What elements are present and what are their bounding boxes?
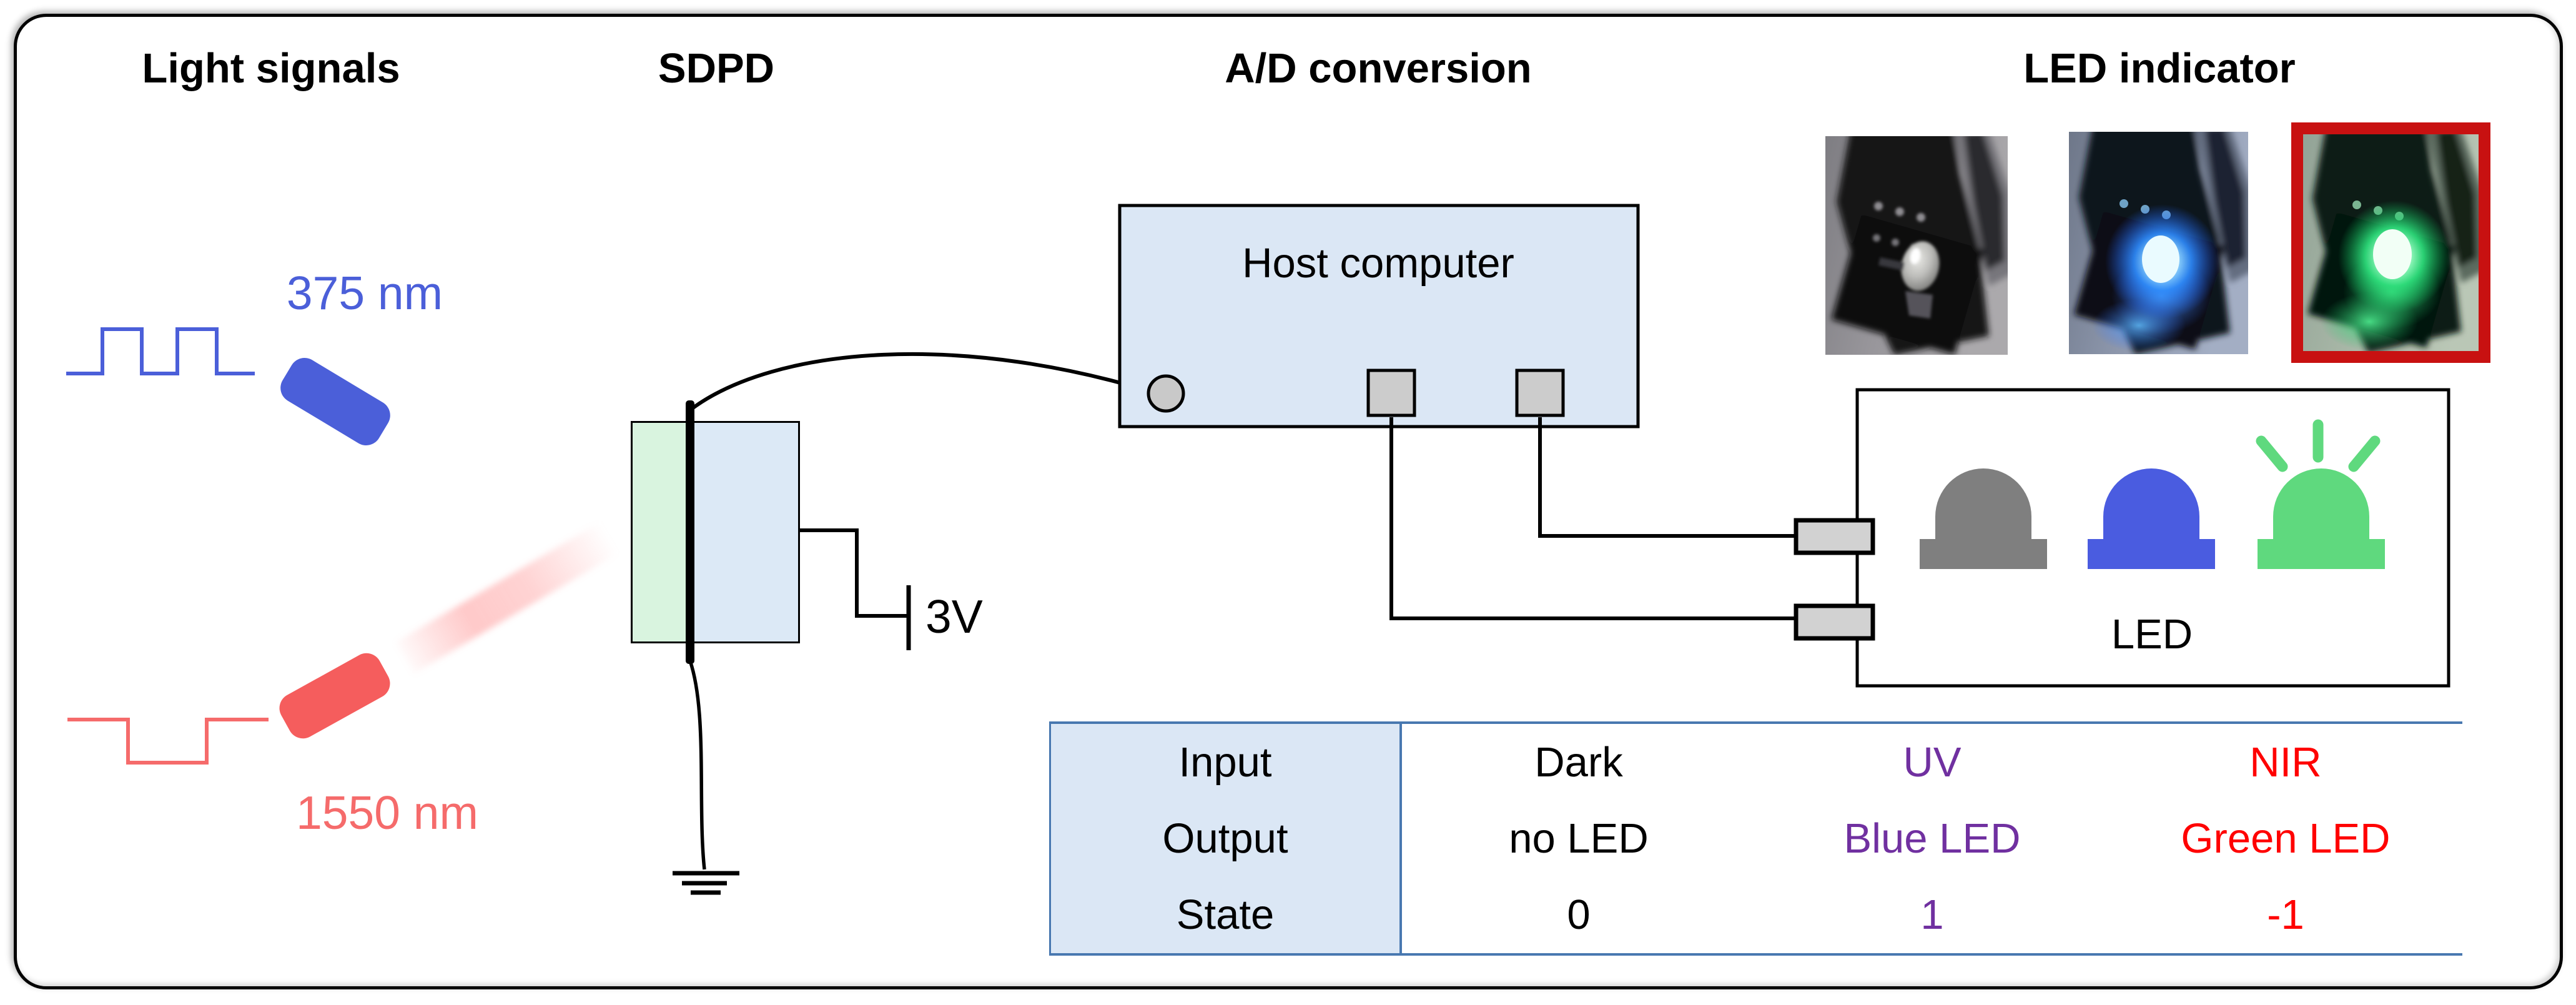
sdpd-blue-layer — [690, 421, 800, 643]
led-photo-off — [1825, 136, 2008, 355]
led-connector-upper-icon — [1794, 518, 1875, 555]
sdpd-green-layer — [631, 421, 690, 643]
table-row-label-input: Input — [1178, 738, 1272, 786]
led-connector-lower-icon — [1794, 603, 1875, 641]
bias-voltage-label: 3V — [925, 590, 983, 643]
wire-sdpd-to-ground — [688, 660, 706, 870]
table-row-label-state: State — [1176, 891, 1275, 939]
led-photo-blue-lit — [2069, 132, 2248, 354]
uv-wavelength-label: 375 nm — [286, 267, 443, 319]
sdpd-electrode-bar — [686, 400, 694, 664]
state-table-header-column: Input Output State — [1049, 724, 1402, 953]
table-cell-state-dark: 0 — [1567, 891, 1591, 939]
host-computer-label: Host computer — [1242, 240, 1514, 287]
state-table-data: Dark no LED 0 UV Blue LED 1 NIR Green LE… — [1402, 724, 2462, 953]
host-square-port-left-icon — [1366, 369, 1416, 417]
sdpd-outline — [631, 421, 800, 643]
host-square-port-right-icon — [1515, 369, 1565, 417]
gray-led-dome-icon — [1920, 468, 2047, 569]
uv-laser-diode-icon — [280, 358, 390, 445]
table-cell-output-dark: no LED — [1509, 814, 1649, 862]
green-led-rays-icon — [2256, 419, 2381, 472]
wire-host-right-port-to-led — [1538, 417, 1799, 538]
table-cell-output-nir: Green LED — [2181, 814, 2391, 862]
ground-symbol-icon — [673, 871, 739, 895]
section-title-light-signals: Light signals — [142, 45, 400, 92]
nir-beam-icon — [395, 522, 619, 674]
nir-square-wave — [67, 718, 269, 765]
table-cell-input-dark: Dark — [1534, 738, 1623, 786]
table-cell-input-uv: UV — [1903, 738, 1962, 786]
table-cell-state-uv: 1 — [1920, 891, 1944, 939]
table-row-label-output: Output — [1162, 814, 1288, 862]
nir-laser-diode-icon — [279, 653, 390, 739]
blue-led-dome-icon — [2088, 468, 2215, 569]
host-round-port-icon — [1147, 374, 1185, 413]
green-led-dome-icon — [2258, 468, 2385, 569]
table-cell-state-nir: -1 — [2267, 891, 2304, 939]
led-box-label: LED — [2111, 611, 2193, 658]
wire-sdpd-to-bias — [800, 528, 907, 618]
nir-wavelength-label: 1550 nm — [296, 786, 478, 839]
led-photo-green-lit — [2291, 122, 2490, 363]
photo-highlight-frame — [2291, 122, 2490, 363]
wire-sdpd-to-host — [690, 352, 1170, 411]
table-cell-input-nir: NIR — [2249, 738, 2322, 786]
section-title-led-indicator: LED indicator — [2023, 45, 2296, 92]
state-table: Input Output State Dark no LED 0 UV Blue… — [1049, 721, 2462, 956]
section-title-sdpd: SDPD — [658, 45, 775, 92]
uv-square-wave — [66, 327, 255, 375]
section-title-ad-conversion: A/D conversion — [1225, 45, 1532, 92]
wire-host-left-port-to-led — [1389, 417, 1799, 620]
table-cell-output-uv: Blue LED — [1843, 814, 2021, 862]
